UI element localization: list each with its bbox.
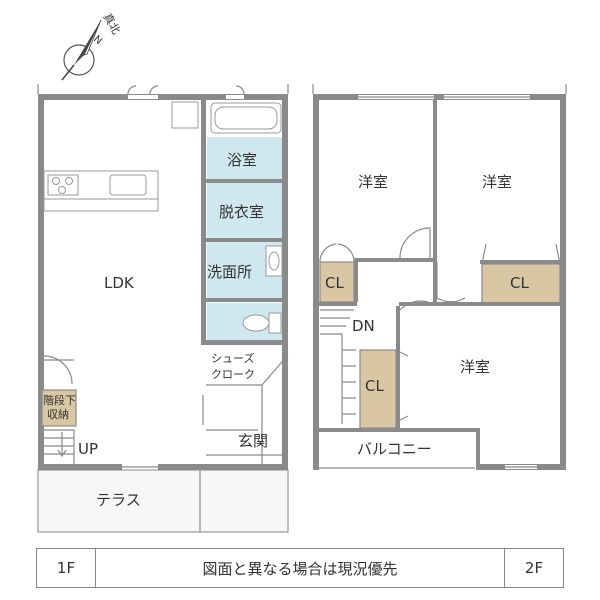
floor2-plan: [312, 84, 567, 470]
shoe-cloak-label-2: クローク: [211, 368, 255, 381]
western-room-2-label: 洋室: [482, 173, 512, 191]
dn-label: DN: [352, 317, 375, 335]
bath-floor: [207, 137, 285, 179]
footer-floor1-label: 1F: [37, 549, 96, 587]
footer-floor2-label: 2F: [504, 549, 563, 587]
toilet: [242, 314, 270, 332]
under-stairs-storage: [41, 389, 77, 427]
compass: 真北 N: [61, 11, 124, 81]
floor1-plan: [37, 84, 289, 533]
closet-3: [359, 349, 397, 429]
balcony-label: バルコニー: [357, 440, 432, 458]
compass-true-north-label: 真北: [100, 11, 123, 37]
floor-plan: 真北 N: [37, 11, 567, 533]
western-room-1-label: 洋室: [358, 173, 388, 191]
western-room-3-label: 洋室: [460, 358, 490, 376]
closet-1-label: CL: [325, 274, 344, 292]
washroom-label: 洗面所: [207, 263, 252, 281]
bath-label: 浴室: [227, 151, 257, 169]
up-label: UP: [78, 440, 98, 458]
terrace-label: テラス: [96, 491, 141, 509]
shoe-cloak-label-1: シューズ: [211, 351, 254, 365]
footer-note: 図面と異なる場合は現況優先: [202, 559, 398, 578]
under-stairs-label-1: 階段下: [43, 393, 76, 407]
terrace-area: [37, 469, 289, 533]
closet-2-label: CL: [510, 274, 529, 292]
footer-table: 1F 図面と異なる場合は現況優先 2F: [36, 548, 564, 588]
closet-3-label: CL: [365, 377, 384, 395]
under-stairs-label-2: 収納: [47, 408, 69, 421]
entrance-label: 玄関: [238, 432, 268, 450]
dressing-floor: [207, 183, 285, 238]
dressing-label: 脱衣室: [219, 203, 264, 221]
ldk-label: LDK: [104, 274, 135, 292]
fridge: [171, 101, 199, 129]
closet-1: [319, 261, 355, 303]
